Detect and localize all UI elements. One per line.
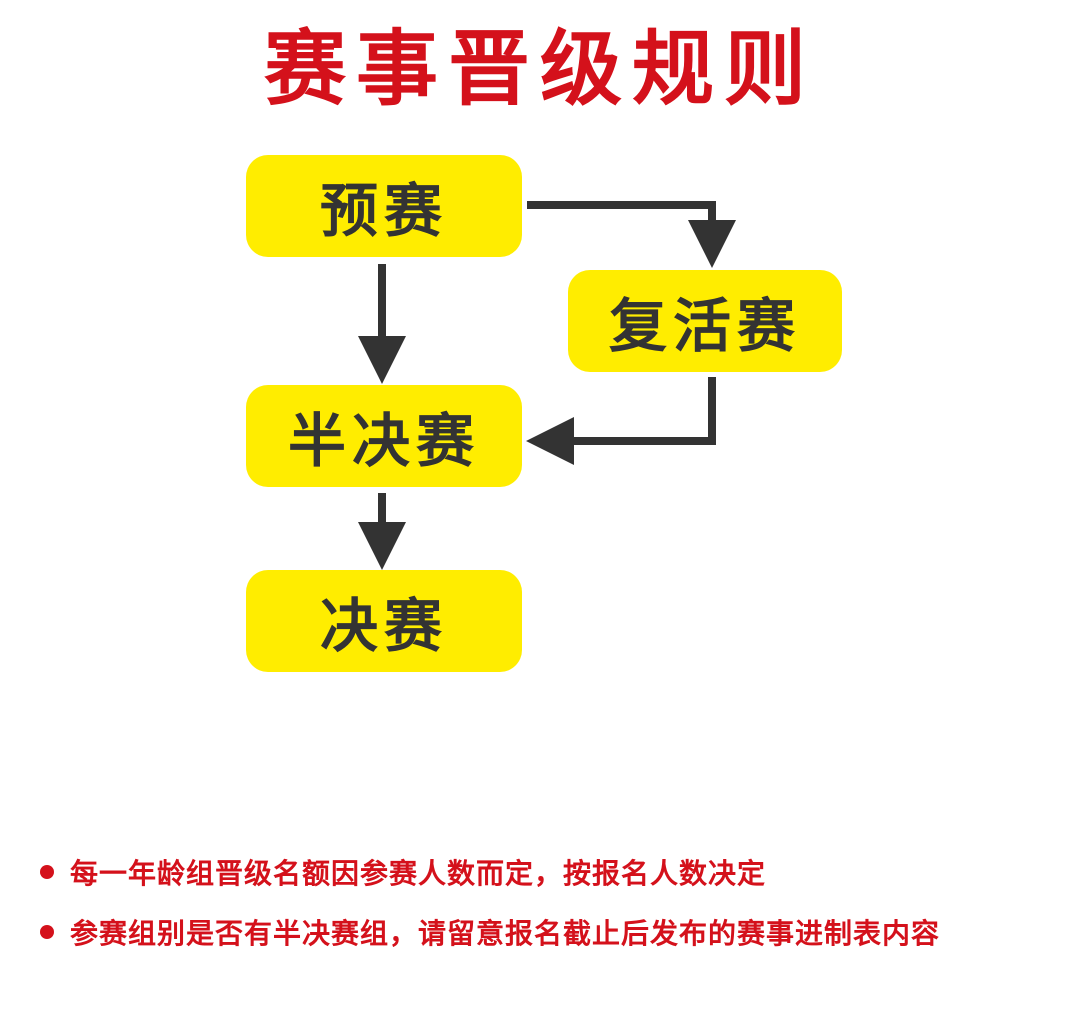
node-prelim: 预赛: [246, 155, 522, 257]
arrow-prelim-to-repechage: [527, 201, 736, 268]
notes-list: 每一年龄组晋级名额因参赛人数而定，按报名人数决定 参赛组别是否有半决赛组，请留意…: [40, 848, 1070, 968]
bullet-icon: [40, 865, 54, 879]
note-text: 每一年龄组晋级名额因参赛人数而定，按报名人数决定: [70, 857, 767, 890]
page-title: 赛事晋级规则: [263, 22, 816, 117]
bullet-icon: [40, 925, 54, 939]
note-text: 参赛组别是否有半决赛组，请留意报名截止后发布的赛事进制表内容: [70, 917, 941, 950]
note-item: 参赛组别是否有半决赛组，请留意报名截止后发布的赛事进制表内容: [40, 908, 1070, 956]
node-repechage: 复活赛: [568, 270, 842, 372]
node-final: 决赛: [246, 570, 522, 672]
arrow-repechage-to-semi: [526, 377, 716, 465]
note-item: 每一年龄组晋级名额因参赛人数而定，按报名人数决定: [40, 848, 1070, 896]
node-semi: 半决赛: [246, 385, 522, 487]
